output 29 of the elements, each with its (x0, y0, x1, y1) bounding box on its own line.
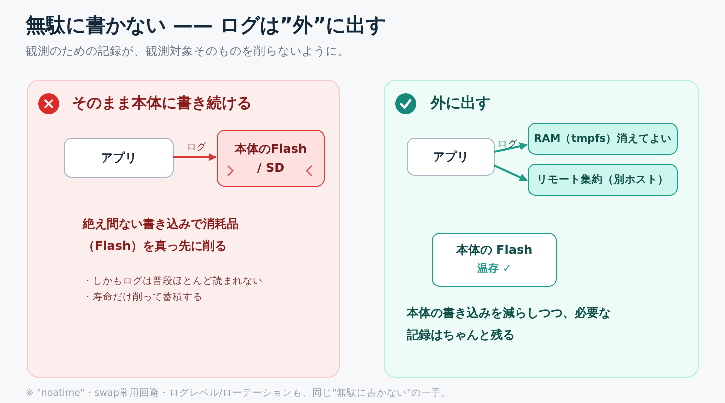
box-label: 本体のFlash / SD (234, 140, 308, 176)
arrow (172, 153, 217, 162)
bullet-text: ・しかもログは普段ほとんど読まれない (83, 275, 263, 288)
arrow (494, 142, 528, 154)
panel-heading: そのまま本体に書き続ける (72, 94, 252, 113)
bullet-text: ・寿命だけ削って蓄積する (83, 291, 203, 304)
footnote: ※ "noatime"・swap常用回避・ログレベル/ローテーションも、同じ"無駄に書かない"の一手。 (26, 387, 452, 400)
process-box (64, 138, 174, 178)
edge-label: ログ (186, 141, 208, 154)
summary-text: 本体の書き込みを減らしつつ、必要な記録はちゃんと残る (407, 305, 612, 344)
subtitle: 観測のための記録が、観測対象そのものを削らないように。 (26, 44, 350, 59)
arrow (494, 164, 528, 182)
box-label: アプリ (101, 150, 137, 166)
process-box (528, 123, 678, 155)
storage-box (217, 130, 325, 187)
process-box (432, 233, 557, 287)
panel (384, 80, 699, 378)
title: 無駄に書かない —— ログは”外”に出す (26, 12, 386, 39)
summary-text: 絶え間ない書き込みで消耗品（Flash）を真っ先に削る (83, 216, 240, 255)
process-box (528, 164, 678, 196)
edge-label: ログ (497, 138, 519, 151)
box-label: リモート集約（別ホスト） (537, 172, 669, 188)
box-label: 本体の Flash (456, 242, 533, 259)
box-label: RAM（tmpfs）消えてよい (534, 132, 672, 146)
process-box (407, 138, 495, 176)
panel-heading: 外に出す (431, 94, 491, 113)
box-label: 温存 ✓ (477, 262, 512, 277)
box-label: アプリ (433, 148, 469, 166)
panel (27, 80, 340, 378)
